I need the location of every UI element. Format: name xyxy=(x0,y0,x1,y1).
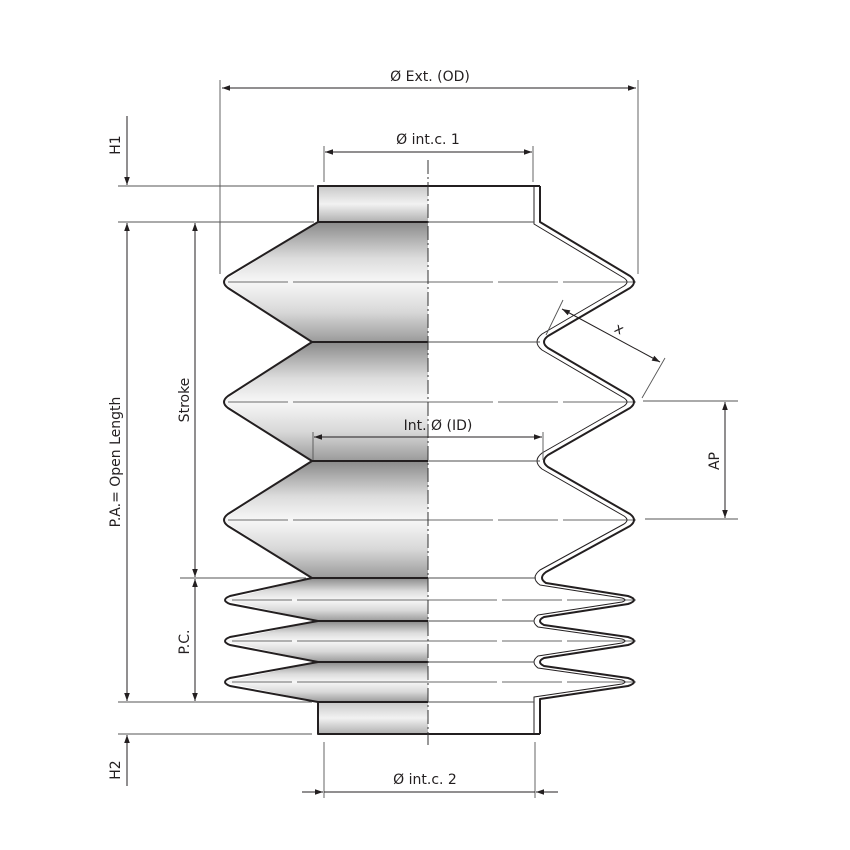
dimension-inner-cuff-1: Ø int.c. 1 xyxy=(323,132,534,182)
dimension-wall: x xyxy=(545,299,666,399)
stroke-label: Stroke xyxy=(177,378,193,423)
h2-label: H2 xyxy=(108,760,124,779)
dimension-pitch: AP xyxy=(643,400,738,520)
dimension-inner-cuff-2: Ø int.c. 2 xyxy=(302,742,558,798)
dimension-outer-diameter: Ø Ext. (OD) xyxy=(219,69,639,274)
bellows-right-section xyxy=(428,185,635,735)
wall-label: x xyxy=(611,320,626,338)
inner-diameter-label: Int. Ø (ID) xyxy=(404,418,473,434)
dimension-pc: P.C. xyxy=(177,579,198,701)
dimension-stroke: Stroke xyxy=(177,223,198,577)
dimension-h2: H2 xyxy=(108,735,130,786)
dimension-inner-diameter: Int. Ø (ID) xyxy=(312,418,544,460)
pitch-label: AP xyxy=(707,452,723,470)
bellows-left-section xyxy=(222,185,636,735)
dimension-h1: H1 xyxy=(108,116,130,185)
outer-diameter-label: Ø Ext. (OD) xyxy=(390,69,470,85)
inner-cuff-1-label: Ø int.c. 1 xyxy=(396,132,460,148)
dimension-open-length: P.A.= Open Length xyxy=(108,223,130,701)
inner-cuff-2-label: Ø int.c. 2 xyxy=(393,772,457,788)
right-wall-outer xyxy=(539,186,635,734)
open-length-label: P.A.= Open Length xyxy=(108,397,124,528)
pc-label: P.C. xyxy=(177,630,193,655)
h1-label: H1 xyxy=(108,135,124,154)
